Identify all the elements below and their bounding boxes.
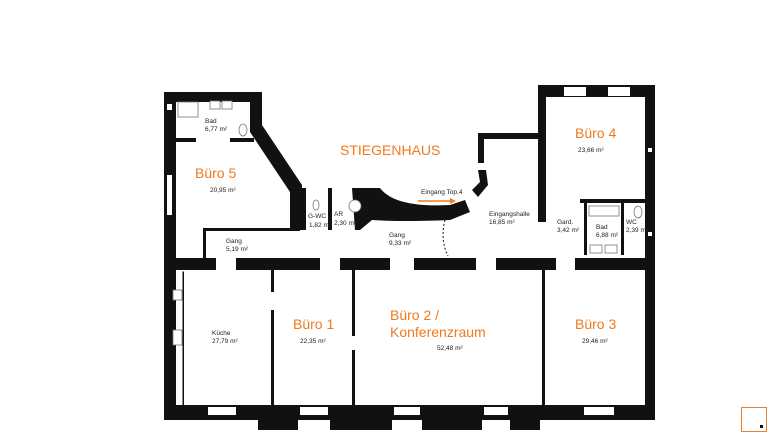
- room-area: 1,82 m²: [309, 222, 332, 229]
- room-area: 27,79 m²: [212, 338, 238, 345]
- room-area: 16,85 m²: [489, 219, 515, 226]
- room-area: 2,30 m²: [334, 220, 357, 227]
- room-name: Büro 2 /: [390, 307, 439, 323]
- room-area: 20,95 m²: [210, 187, 236, 194]
- room-area: 9,33 m²: [389, 240, 412, 247]
- stairwell-title: STIEGENHAUS: [340, 142, 440, 158]
- room-name: Gard.: [557, 219, 573, 226]
- room-area: 2,39 m²: [626, 227, 649, 234]
- room-name: Büro 1: [293, 316, 334, 332]
- entrance-arrow: [418, 198, 456, 204]
- room-name: Eingangshalle: [489, 211, 530, 218]
- room-area: 23,66 m²: [578, 147, 604, 154]
- entrance-label: Eingang Top.4: [421, 189, 463, 196]
- room-area: 52,48 m²: [437, 345, 463, 352]
- room-area: 29,46 m²: [582, 338, 608, 345]
- room-name: WC: [626, 219, 637, 226]
- room-area: 6,77 m²: [205, 126, 228, 133]
- room-area: 3,42 m²: [557, 227, 580, 234]
- walls: [164, 85, 655, 430]
- room-name: AR: [334, 211, 343, 218]
- navigation-button[interactable]: [741, 407, 767, 432]
- fixtures: [172, 100, 643, 346]
- room-area: 6,88 m²: [596, 232, 619, 239]
- room-area: 22,35 m²: [300, 338, 326, 345]
- labels: STIEGENHAUS Eingang Top.4 Bad 6,77 m² Bü…: [195, 118, 649, 352]
- room-name: Gang: [226, 238, 242, 245]
- room-name: G-WC: [308, 213, 326, 220]
- room-name: Büro 5: [195, 165, 236, 181]
- room-name: Küche: [212, 330, 231, 337]
- room-name-2: Konferenzraum: [390, 324, 486, 340]
- room-name: Bad: [205, 118, 217, 125]
- room-name: Bad: [596, 224, 608, 231]
- room-area: 5,19 m²: [226, 246, 249, 253]
- room-name: Büro 4: [575, 125, 616, 141]
- room-name: Büro 3: [575, 316, 616, 332]
- room-name: Gang: [389, 232, 405, 239]
- dot-icon: [760, 425, 763, 428]
